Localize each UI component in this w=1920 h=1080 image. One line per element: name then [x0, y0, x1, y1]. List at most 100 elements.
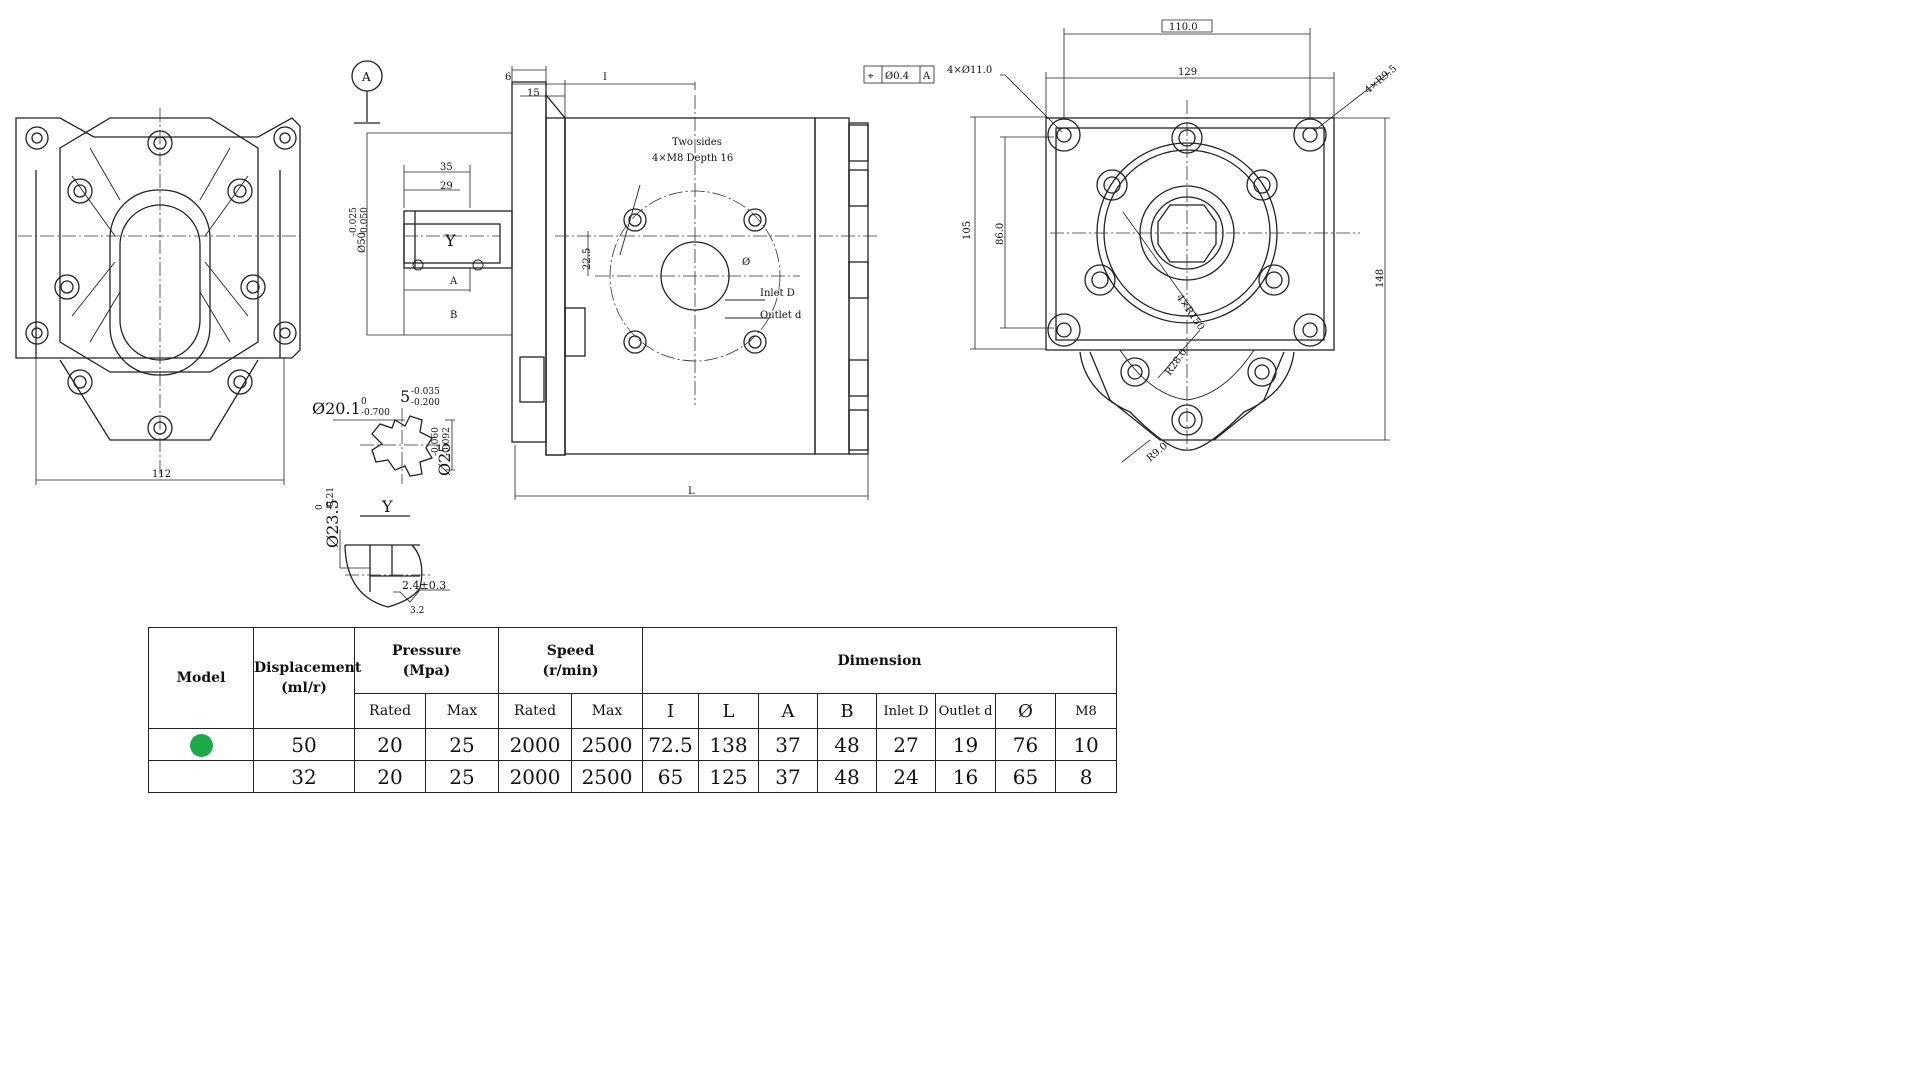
- cell-dim-outlet: 19: [935, 728, 997, 761]
- shaft-y-marker: Y: [444, 231, 456, 250]
- side-view: 6 15 I Two sides 4×M8 Depth 16 22.5 Ø In…: [349, 66, 880, 500]
- dim-22-5: 22.5: [582, 248, 593, 270]
- cell-pressure-rated: 20: [354, 760, 426, 793]
- cell-speed-rated: 2000: [498, 728, 573, 761]
- spline-key-tol-lo: -0.200: [411, 398, 440, 408]
- table-row: 32 20 25 2000 2500 65 125 37 48 24 16 65…: [148, 760, 1118, 793]
- dim-105: 105: [962, 221, 973, 240]
- header-speed-rated: Rated: [498, 693, 573, 729]
- section-y: Y Ø23.5 0 -0.21 2.4±0.3 3.2: [315, 487, 450, 616]
- dim-15: 15: [527, 88, 540, 99]
- section-y-depth: 2.4±0.3: [402, 579, 446, 592]
- shaft-dim-a: A: [449, 276, 458, 287]
- rear-view: ⌖ Ø0.4 A 4×Ø11.0 110.0 129 4×R9.5 105 86…: [863, 19, 1399, 464]
- header-displacement-unit: (ml/r): [281, 680, 327, 696]
- dim-label-a: A: [758, 693, 819, 729]
- cell-dim-a: 37: [758, 728, 819, 761]
- dim-i: I: [603, 72, 607, 83]
- header-displacement-label: Displacement: [254, 660, 362, 676]
- spline-key: 5: [400, 387, 410, 406]
- shaft-dia-tol-lo: -0.050: [360, 207, 370, 236]
- header-pressure-label: Pressure: [391, 642, 462, 659]
- header-model: Model: [148, 627, 254, 729]
- datum-a-marker: A: [351, 60, 383, 124]
- dim-label-inlet: Inlet D: [876, 693, 937, 729]
- cell-dim-outlet: 16: [935, 760, 997, 793]
- section-y-roughness: 3.2: [410, 606, 424, 616]
- r28-label: R28.0: [1163, 347, 1189, 378]
- section-y-label: Y: [381, 497, 393, 516]
- cell-dim-i: 72.5: [642, 728, 700, 761]
- cell-dim-phi: 65: [995, 760, 1057, 793]
- cell-dim-thread: 10: [1055, 728, 1118, 761]
- dim-label-l: L: [698, 693, 760, 729]
- cell-speed-max: 2500: [571, 728, 644, 761]
- dim-86: 86.0: [995, 223, 1006, 245]
- header-pressure-max: Max: [424, 693, 500, 729]
- two-sides-note: Two sides: [672, 137, 722, 148]
- header-dimension: Dimension: [642, 627, 1118, 694]
- spline-outer-tol-lo: -0.092: [442, 427, 452, 456]
- header-speed: Speed (r/min): [498, 627, 644, 694]
- header-speed-max: Max: [571, 693, 644, 729]
- hole-spec: 4×Ø11.0: [947, 65, 992, 76]
- cell-pressure-max: 25: [424, 760, 500, 793]
- spline-section: Ø20.1 0 -0.700 5 -0.035 -0.200 Ø25 -0.06…: [312, 387, 455, 484]
- spline-key-tol-up: -0.035: [411, 387, 440, 397]
- header-speed-label: Speed: [546, 642, 595, 659]
- cell-pressure-rated: 20: [354, 728, 426, 761]
- cell-dim-l: 125: [698, 760, 760, 793]
- r150-label: 4×R150: [1174, 292, 1207, 332]
- corner-radius: 4×R9.5: [1363, 63, 1399, 96]
- shaft-dia: Ø50: [357, 232, 368, 253]
- header-displacement: Displacement (ml/r): [253, 627, 362, 729]
- dim-148: 148: [1375, 269, 1386, 288]
- header-pressure-rated: Rated: [354, 693, 426, 729]
- cell-displacement: 50: [253, 728, 355, 761]
- dim-l: L: [688, 486, 695, 497]
- dim-6: 6: [505, 72, 511, 83]
- section-y-tol-up: 0: [315, 504, 325, 510]
- dim-label-phi: Ø: [995, 693, 1057, 729]
- shaft-dim-b: B: [450, 310, 457, 321]
- datum-label: A: [361, 70, 371, 84]
- header-pressure-unit: (Mpa): [402, 662, 451, 679]
- dim-110: 110.0: [1169, 22, 1198, 33]
- cell-dim-inlet: 24: [876, 760, 937, 793]
- front-view: 112: [15, 108, 301, 485]
- cell-dim-l: 138: [698, 728, 760, 761]
- spec-table: Model Displacement (ml/r) Pressure (Mpa)…: [148, 627, 1118, 793]
- cell-dim-b: 48: [817, 728, 878, 761]
- front-width-dim: 112: [152, 469, 171, 480]
- spline-dia: Ø20.1: [312, 399, 361, 418]
- r9-label: R9.0: [1145, 441, 1170, 464]
- tol-ref: A: [922, 71, 931, 82]
- cell-speed-rated: 2000: [498, 760, 573, 793]
- cell-dim-i: 65: [642, 760, 700, 793]
- thread-note: 4×M8 Depth 16: [652, 153, 733, 164]
- cell-dim-b: 48: [817, 760, 878, 793]
- cell-dim-phi: 76: [995, 728, 1057, 761]
- header-pressure: Pressure (Mpa): [353, 627, 500, 694]
- cell-dim-inlet: 27: [876, 728, 937, 761]
- dim-phi: Ø: [742, 257, 750, 268]
- spline-dia-tol-up: 0: [361, 397, 367, 407]
- inlet-label: Inlet D: [760, 288, 795, 299]
- shaft-dim-29: 29: [440, 181, 453, 192]
- cell-pressure-max: 25: [424, 728, 500, 761]
- dim-label-b: B: [817, 693, 878, 729]
- spline-outer-tol-up: -0.060: [431, 427, 441, 456]
- dim-129: 129: [1178, 67, 1197, 78]
- cell-dim-a: 37: [758, 760, 819, 793]
- table-row: 50 20 25 2000 2500 72.5 138 37 48 27 19 …: [148, 728, 1118, 761]
- shaft-dim-35: 35: [440, 162, 453, 173]
- section-y-tol-lo: -0.21: [326, 487, 336, 510]
- model-indicator: [189, 734, 213, 757]
- dim-label-outlet: Outlet d: [935, 693, 997, 729]
- shaft-dia-tol-up: -0.025: [349, 207, 359, 236]
- cell-speed-max: 2500: [571, 760, 644, 793]
- model-cell-empty: [148, 760, 254, 793]
- tol-symbol: ⌖: [868, 71, 874, 82]
- header-speed-unit: (r/min): [542, 662, 599, 679]
